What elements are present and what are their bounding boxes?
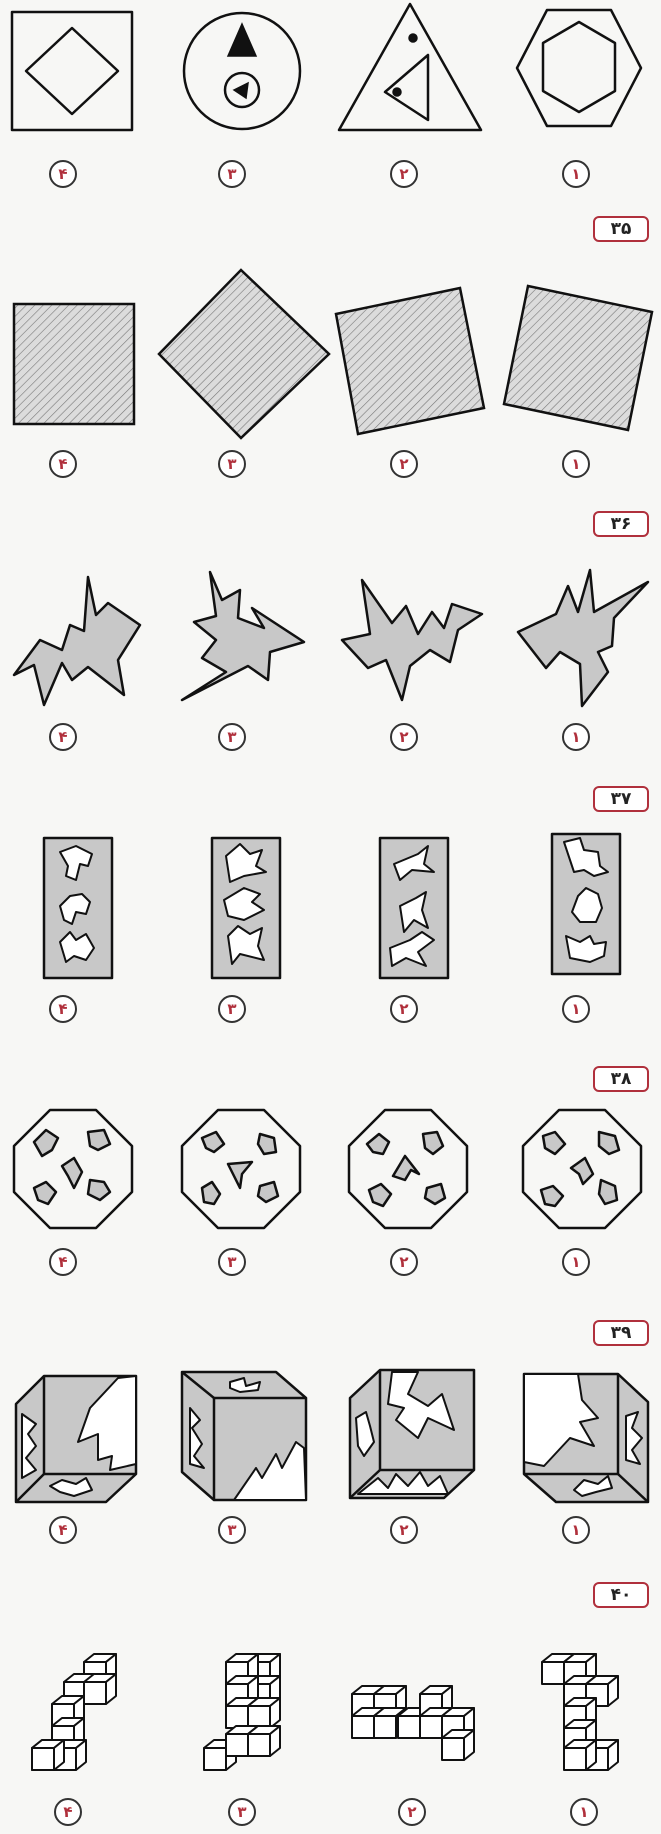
cube (247, 1697, 281, 1729)
q40-figure-4-cube-stack[interactable] (22, 1640, 134, 1782)
q35-figure-2-tilted-square[interactable] (332, 284, 488, 440)
q34-option-4[interactable]: ۴ (49, 160, 77, 188)
q40-option-4[interactable]: ۴ (54, 1798, 82, 1826)
q36-option-3[interactable]: ۳ (218, 723, 246, 751)
cube (441, 1729, 475, 1761)
q36-option-4[interactable]: ۴ (49, 723, 77, 751)
q38-figure-2-octagon[interactable] (347, 1108, 469, 1230)
q40-figure-2-cube-stack[interactable] (346, 1674, 486, 1784)
q37-figure-4-strip[interactable] (42, 836, 114, 980)
q36-option-1[interactable]: ۱ (562, 723, 590, 751)
q39-figure-1-cube[interactable] (522, 1372, 650, 1504)
cube (247, 1725, 281, 1757)
q38-option-3[interactable]: ۳ (218, 1248, 246, 1276)
q40-option-3[interactable]: ۳ (228, 1798, 256, 1826)
q37-option-3[interactable]: ۳ (218, 995, 246, 1023)
q36-figure-1-jagged-shape[interactable] (516, 568, 651, 708)
q39-option-4[interactable]: ۴ (49, 1516, 77, 1544)
q39-option-1[interactable]: ۱ (562, 1516, 590, 1544)
q37-option-2[interactable]: ۲ (390, 995, 418, 1023)
q40-figure-3-cube-stack[interactable] (194, 1640, 306, 1782)
q34-option-3[interactable]: ۳ (218, 160, 246, 188)
q38-figure-4-octagon[interactable] (12, 1108, 134, 1230)
question-number-36: ۳۶ (593, 511, 649, 537)
q35-option-2[interactable]: ۲ (390, 450, 418, 478)
q34-option-2[interactable]: ۲ (390, 160, 418, 188)
q35-figure-3-diamond[interactable] (155, 268, 333, 440)
q35-option-4[interactable]: ۴ (49, 450, 77, 478)
cube (83, 1673, 117, 1705)
question-number-40: ۴۰ (593, 1582, 649, 1608)
q40-option-2[interactable]: ۲ (398, 1798, 426, 1826)
q38-figure-3-octagon[interactable] (180, 1108, 302, 1230)
q40-option-1[interactable]: ۱ (570, 1798, 598, 1826)
q37-figure-2-strip[interactable] (378, 836, 450, 980)
question-number-37: ۳۷ (593, 786, 649, 812)
q39-figure-4-cube[interactable] (14, 1374, 138, 1504)
question-number-39: ۳۹ (593, 1320, 649, 1346)
q34-figure-2-triangle-triangle[interactable] (335, 2, 485, 134)
q34-figure-3-circle-triangles[interactable] (180, 10, 305, 132)
q35-figure-4-square[interactable] (12, 302, 137, 426)
q39-figure-3-cube[interactable] (180, 1368, 310, 1502)
q37-option-1[interactable]: ۱ (562, 995, 590, 1023)
q36-figure-3-jagged-shape[interactable] (180, 570, 310, 705)
q36-figure-4-jagged-shape[interactable] (12, 575, 144, 710)
q35-option-1[interactable]: ۱ (562, 450, 590, 478)
q39-option-2[interactable]: ۲ (390, 1516, 418, 1544)
q38-option-4[interactable]: ۴ (49, 1248, 77, 1276)
q34-option-1[interactable]: ۱ (562, 160, 590, 188)
q35-figure-1-tilted-square[interactable] (500, 282, 656, 434)
q36-option-2[interactable]: ۲ (390, 723, 418, 751)
q39-option-3[interactable]: ۳ (218, 1516, 246, 1544)
question-number-38: ۳۸ (593, 1066, 649, 1092)
q37-option-4[interactable]: ۴ (49, 995, 77, 1023)
cube (563, 1739, 597, 1771)
cube (31, 1739, 65, 1771)
q34-figure-1-hexagon-hexagon[interactable] (515, 8, 643, 128)
q39-figure-2-cube[interactable] (348, 1368, 476, 1500)
q36-figure-2-jagged-shape[interactable] (340, 578, 485, 703)
q40-figure-1-cube-stack[interactable] (532, 1640, 644, 1782)
q38-option-1[interactable]: ۱ (562, 1248, 590, 1276)
q38-figure-1-octagon[interactable] (521, 1108, 643, 1230)
q37-figure-1-strip[interactable] (550, 832, 622, 976)
q34-figure-4-square-diamond[interactable] (10, 10, 135, 132)
q37-figure-3-strip[interactable] (210, 836, 282, 980)
q35-option-3[interactable]: ۳ (218, 450, 246, 478)
q38-option-2[interactable]: ۲ (390, 1248, 418, 1276)
question-number-35: ۳۵ (593, 216, 649, 242)
